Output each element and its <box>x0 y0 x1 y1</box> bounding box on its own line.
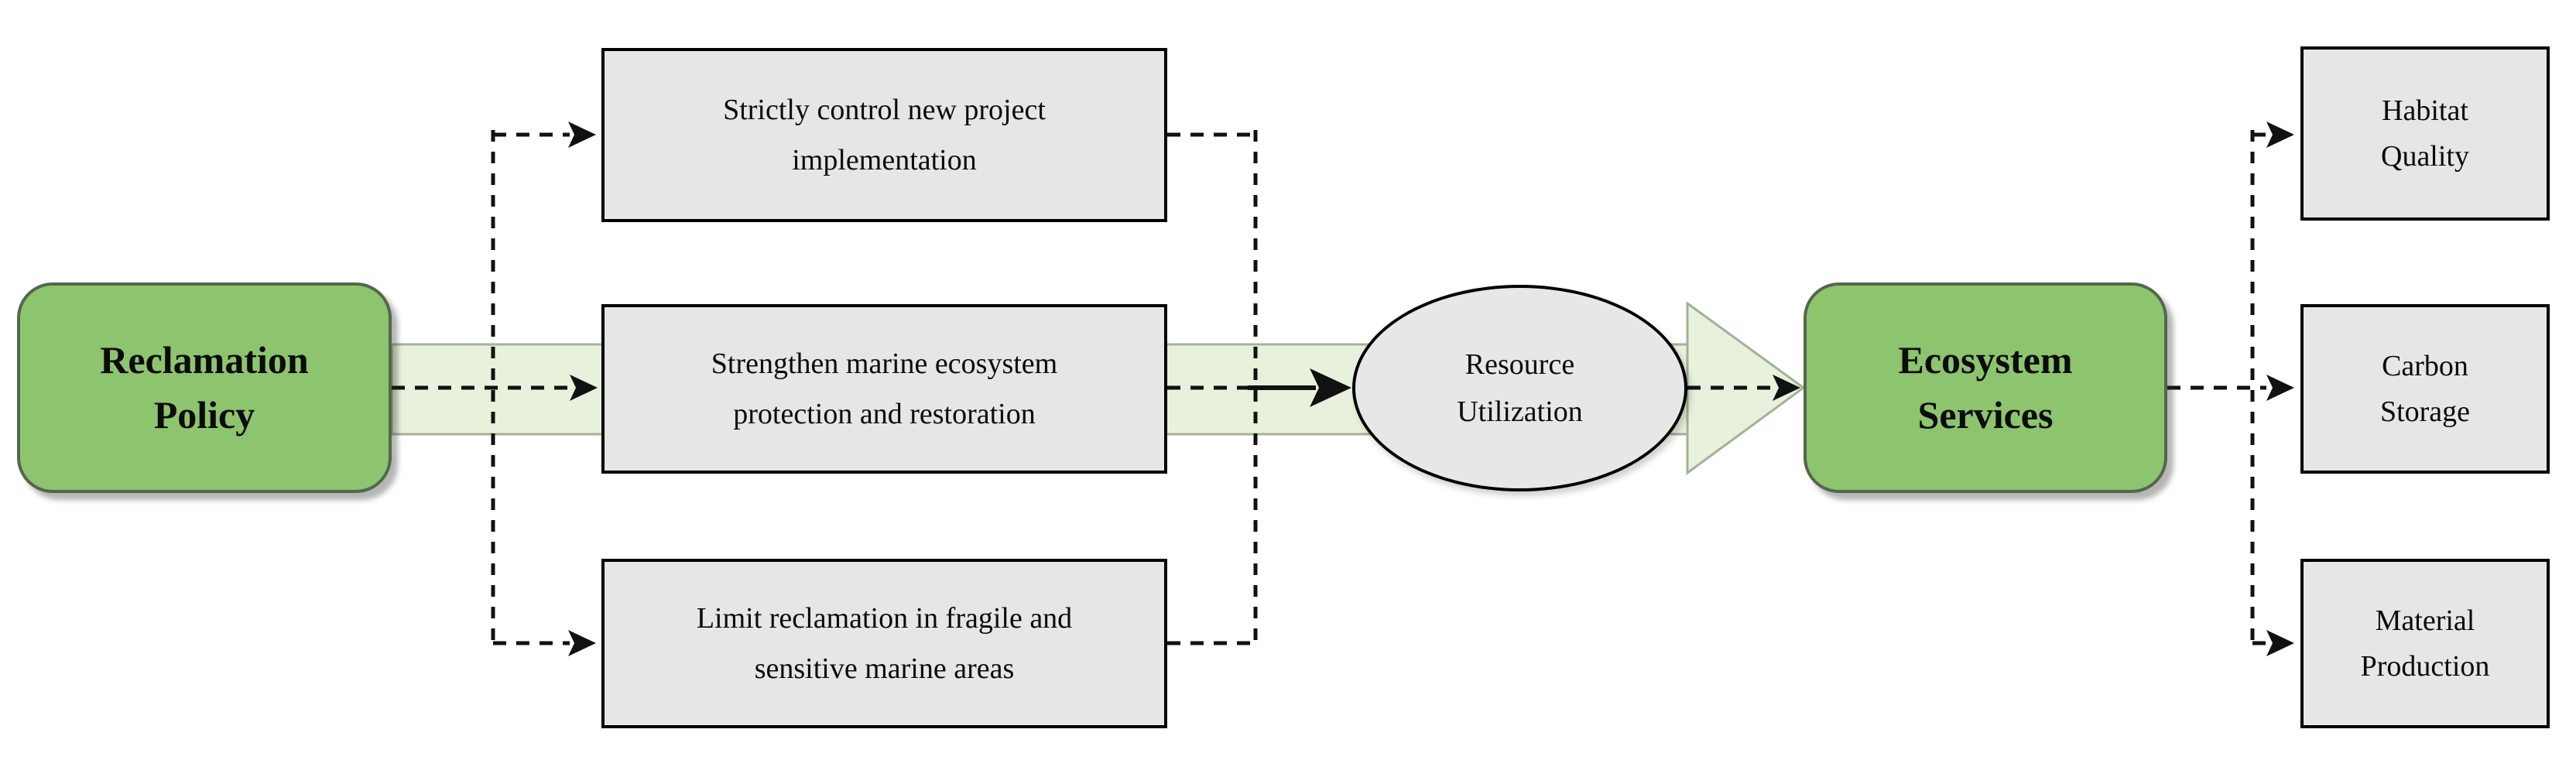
node-label-line: implementation <box>792 143 977 176</box>
node-label-line: Material <box>2375 604 2475 637</box>
arrowhead-into-habitat-icon <box>2266 122 2294 148</box>
node-label-line: Strictly control new project <box>723 93 1046 126</box>
node-label-line: Ecosystem <box>1898 338 2073 382</box>
node-label-line: Utilization <box>1457 395 1583 428</box>
node-label-line: Limit reclamation in fragile and <box>696 601 1073 635</box>
arrowhead-into-resource-icon <box>1310 368 1351 407</box>
node-material-production: Material Production <box>2300 559 2550 728</box>
arrowhead-into-limit-icon <box>568 630 596 656</box>
node-label-line: Quality <box>2381 139 2469 173</box>
node-carbon-storage: Carbon Storage <box>2300 304 2550 474</box>
arrowhead-into-protect-icon <box>570 375 598 401</box>
node-label-line: Habitat <box>2382 94 2468 127</box>
node-strengthen-marine-ecosystem: Strengthen marine ecosystem protection a… <box>601 304 1167 474</box>
node-limit-reclamation: Limit reclamation in fragile and sensiti… <box>601 559 1167 728</box>
arrowhead-into-material-icon <box>2266 630 2294 656</box>
arrowhead-into-services-icon <box>1773 375 1800 401</box>
node-resource-utilization: Resource Utilization <box>1352 285 1687 491</box>
arrowhead-into-control-icon <box>568 122 596 148</box>
node-label-line: protection and restoration <box>733 397 1036 430</box>
node-label-line: sensitive marine areas <box>754 652 1015 685</box>
node-label-line: Services <box>1917 393 2054 436</box>
node-label-line: Carbon <box>2382 349 2468 382</box>
node-habitat-quality: Habitat Quality <box>2300 46 2550 221</box>
node-label-line: Strengthen marine ecosystem <box>711 347 1058 380</box>
arrowhead-into-carbon-icon <box>2266 375 2294 401</box>
node-label-line: Resource <box>1464 347 1575 381</box>
node-ecosystem-services: Ecosystem Services <box>1804 282 2167 493</box>
node-label-line: Storage <box>2379 395 2471 428</box>
node-strictly-control-new-project: Strictly control new project implementat… <box>601 48 1167 222</box>
node-label-line: Policy <box>153 393 255 436</box>
node-label-line: Reclamation <box>100 338 309 382</box>
node-label-line: Production <box>2360 649 2490 683</box>
node-reclamation-policy: Reclamation Policy <box>17 282 392 493</box>
